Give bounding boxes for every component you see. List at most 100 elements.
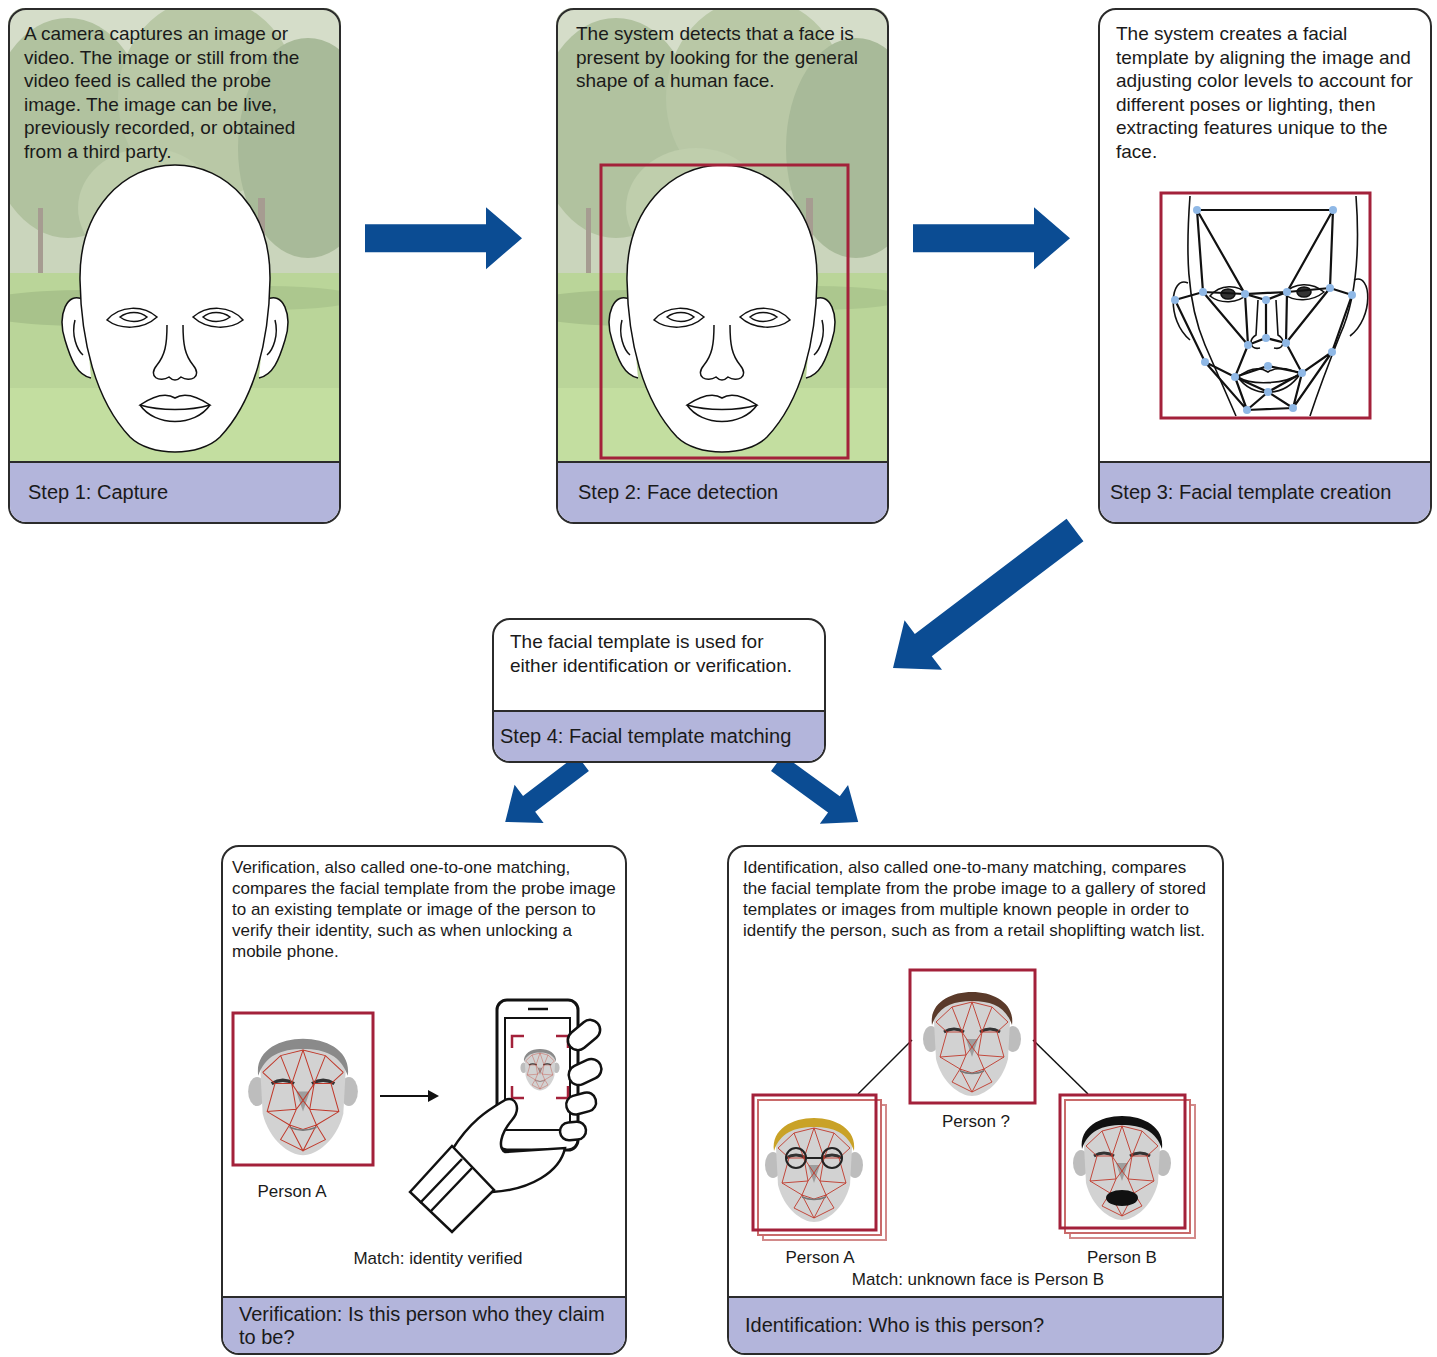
gallery-face <box>1060 1095 1185 1228</box>
gallery-face <box>1082 1116 1163 1149</box>
landmark-dots <box>1348 291 1356 299</box>
step-panel: A camera captures an image or video. The… <box>8 8 341 524</box>
landmark-dots <box>1326 284 1334 292</box>
flow-arrow <box>505 755 589 823</box>
face-drawing <box>609 165 835 452</box>
face-drawing <box>62 165 288 452</box>
phone-in-hand <box>564 1016 604 1054</box>
step-title: Step 1: Capture <box>28 481 168 504</box>
flow-arrow <box>771 755 858 824</box>
panel-body: Verification, also called one-to-one mat… <box>223 847 625 1296</box>
template-face <box>1173 282 1190 340</box>
arrow-symbol <box>380 1095 430 1097</box>
verification-face <box>233 1013 373 1165</box>
landmark-dots <box>1328 348 1336 356</box>
arrow-symbol <box>428 1090 439 1102</box>
panel-text: The system creates a facial template by … <box>1116 22 1414 163</box>
landmark-dots <box>1199 288 1207 296</box>
landmark-dots <box>1283 288 1291 296</box>
flow-arrow <box>913 207 1070 269</box>
template-face <box>1350 279 1368 336</box>
landmark-dots <box>1264 362 1272 370</box>
step-title: Identification: Who is this person? <box>745 1314 1044 1337</box>
step-panel: The system creates a facial template by … <box>1098 8 1432 524</box>
step-title: Step 2: Face detection <box>578 481 778 504</box>
gallery-face <box>1106 1190 1138 1206</box>
step-title: Step 4: Facial template matching <box>500 725 791 748</box>
landmark-dots <box>1289 404 1297 412</box>
template-mesh <box>1175 210 1352 410</box>
gallery-face <box>758 1100 881 1235</box>
park-photo <box>556 8 889 478</box>
park-photo <box>8 8 341 478</box>
landmark-dots <box>1171 296 1179 304</box>
panel-text: Verification, also called one-to-one mat… <box>232 857 616 962</box>
park-photo <box>8 8 341 478</box>
panel-band: Identification: Who is this person? <box>729 1296 1222 1353</box>
probe-face <box>932 992 1013 1025</box>
landmark-dots <box>1262 296 1270 304</box>
template-box <box>1161 193 1370 418</box>
landmark-dots <box>1298 369 1306 377</box>
panel-band: Step 1: Capture <box>10 461 339 522</box>
detection-box <box>601 165 848 458</box>
panel-text: The system detects that a face is presen… <box>576 22 869 93</box>
panel-body: The system detects that a face is presen… <box>558 10 887 461</box>
flow-arrow <box>893 519 1083 670</box>
verification-face <box>258 1039 348 1076</box>
phone-in-hand <box>559 1121 586 1141</box>
landmark-dots <box>1193 206 1201 214</box>
step-panel: Verification, also called one-to-one mat… <box>221 845 627 1355</box>
landmark-dots <box>1171 206 1356 414</box>
gallery-face <box>1065 1100 1190 1233</box>
panel-body: Identification, also called one-to-many … <box>729 847 1222 1296</box>
step-panel: The facial template is used for either i… <box>492 618 826 763</box>
panel-text: Identification, also called one-to-many … <box>743 857 1208 941</box>
panel-band: Step 2: Face detection <box>558 461 887 522</box>
landmark-dots <box>1329 206 1337 214</box>
template-face <box>1310 196 1357 416</box>
landmark-dots <box>1244 341 1252 349</box>
panel-body: The system creates a facial template by … <box>1100 10 1430 461</box>
phone-in-hand <box>564 1090 598 1116</box>
template-face <box>1188 196 1236 416</box>
verification-face <box>248 1039 358 1155</box>
gallery-face <box>753 1095 886 1240</box>
gallery-face <box>822 1148 842 1168</box>
probe-face <box>923 992 1021 1096</box>
step-panel: The system detects that a face is presen… <box>556 8 889 524</box>
gallery-face <box>806 1157 822 1159</box>
face-label: Person B <box>1085 1248 1159 1268</box>
probe-face <box>910 970 1035 1103</box>
gallery-face <box>753 1095 876 1230</box>
panel-text: A camera captures an image or video. The… <box>24 22 325 163</box>
phone-in-hand <box>420 1159 472 1212</box>
face-label: Person A <box>256 1182 329 1202</box>
probe-face <box>910 970 1035 1103</box>
landmark-dots <box>1262 334 1270 342</box>
panel-band: Step 3: Facial template creation <box>1100 461 1430 522</box>
phone-in-hand <box>528 1008 548 1011</box>
template-face <box>1173 196 1368 416</box>
panel-body: The facial template is used for either i… <box>494 620 824 710</box>
gallery-face <box>1073 1116 1171 1220</box>
verification-face <box>233 1013 373 1165</box>
gallery-face <box>765 1118 863 1222</box>
landmark-dots <box>1241 290 1249 298</box>
landmark-dots <box>1264 388 1272 396</box>
park-photo <box>556 8 889 478</box>
panel-body: A camera captures an image or video. The… <box>10 10 339 461</box>
face-label: Match: identity verified <box>351 1249 524 1269</box>
face-label: Match: unknown face is Person B <box>850 1270 1106 1290</box>
gallery-face <box>786 1148 806 1168</box>
template-face <box>1297 287 1311 297</box>
landmark-dots <box>1201 358 1209 366</box>
phone-in-hand <box>520 1049 559 1091</box>
phone-in-hand <box>410 1146 494 1232</box>
landmark-dots <box>1231 373 1239 381</box>
phone-in-hand <box>512 1036 568 1098</box>
arrow-symbol <box>380 1090 439 1102</box>
